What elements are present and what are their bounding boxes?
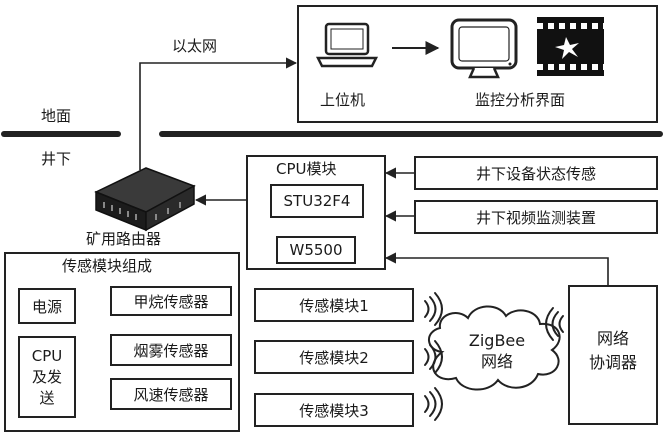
ethernet-label: 以太网 [172, 37, 218, 55]
sensor-module-2: 传感模块2 [254, 340, 414, 374]
video-clip-icon [537, 17, 604, 76]
w5500-chip: W5500 [276, 236, 356, 264]
router-label: 矿用路由器 [86, 230, 162, 248]
underground-video-device-box: 井下视频监测装置 [414, 200, 658, 234]
cpu-send-line-3: 送 [39, 389, 55, 407]
sensor-composition-title: 传感模块组成 [62, 257, 153, 275]
monitor-icon [450, 18, 518, 79]
monitor-ui-label: 监控分析界面 [475, 91, 566, 109]
zigbee-label-line-2: 网络 [480, 352, 513, 371]
cpu-send-box: CPU 及发 送 [18, 336, 76, 418]
coordinator-line-2: 协调器 [588, 353, 637, 372]
coordinator-to-cpu-arrow [384, 252, 609, 285]
zigbee-cloud-label: ZigBee 网络 [452, 330, 542, 372]
cpu-send-line-1: CPU [31, 347, 63, 365]
ground-label: 地面 [41, 107, 72, 125]
stu32f4-chip: STU32F4 [270, 184, 364, 218]
underground-label: 井下 [41, 150, 72, 168]
network-coordinator-box: 网络 协调器 [568, 285, 658, 425]
cpu-send-line-2: 及发 [31, 368, 62, 386]
sensor-module-3: 传感模块3 [254, 393, 414, 427]
zigbee-cloud [428, 305, 561, 391]
sensor-module-1: 传感模块1 [254, 288, 414, 322]
host-pc-label: 上位机 [320, 91, 366, 109]
underground-status-sensor-box: 井下设备状态传感 [414, 156, 658, 190]
methane-sensor-box: 甲烷传感器 [110, 286, 232, 316]
coordinator-line-1: 网络 [596, 329, 629, 348]
router-icon [94, 167, 196, 232]
laptop-icon [315, 22, 379, 68]
cpu-module-title: CPU模块 [276, 160, 337, 178]
ethernet-link [139, 57, 298, 170]
wind-speed-sensor-box: 风速传感器 [110, 378, 232, 410]
smoke-sensor-box: 烟雾传感器 [110, 334, 232, 366]
power-box: 电源 [18, 288, 76, 324]
zigbee-label-line-1: ZigBee [468, 331, 526, 350]
wireless-waves [424, 292, 564, 421]
